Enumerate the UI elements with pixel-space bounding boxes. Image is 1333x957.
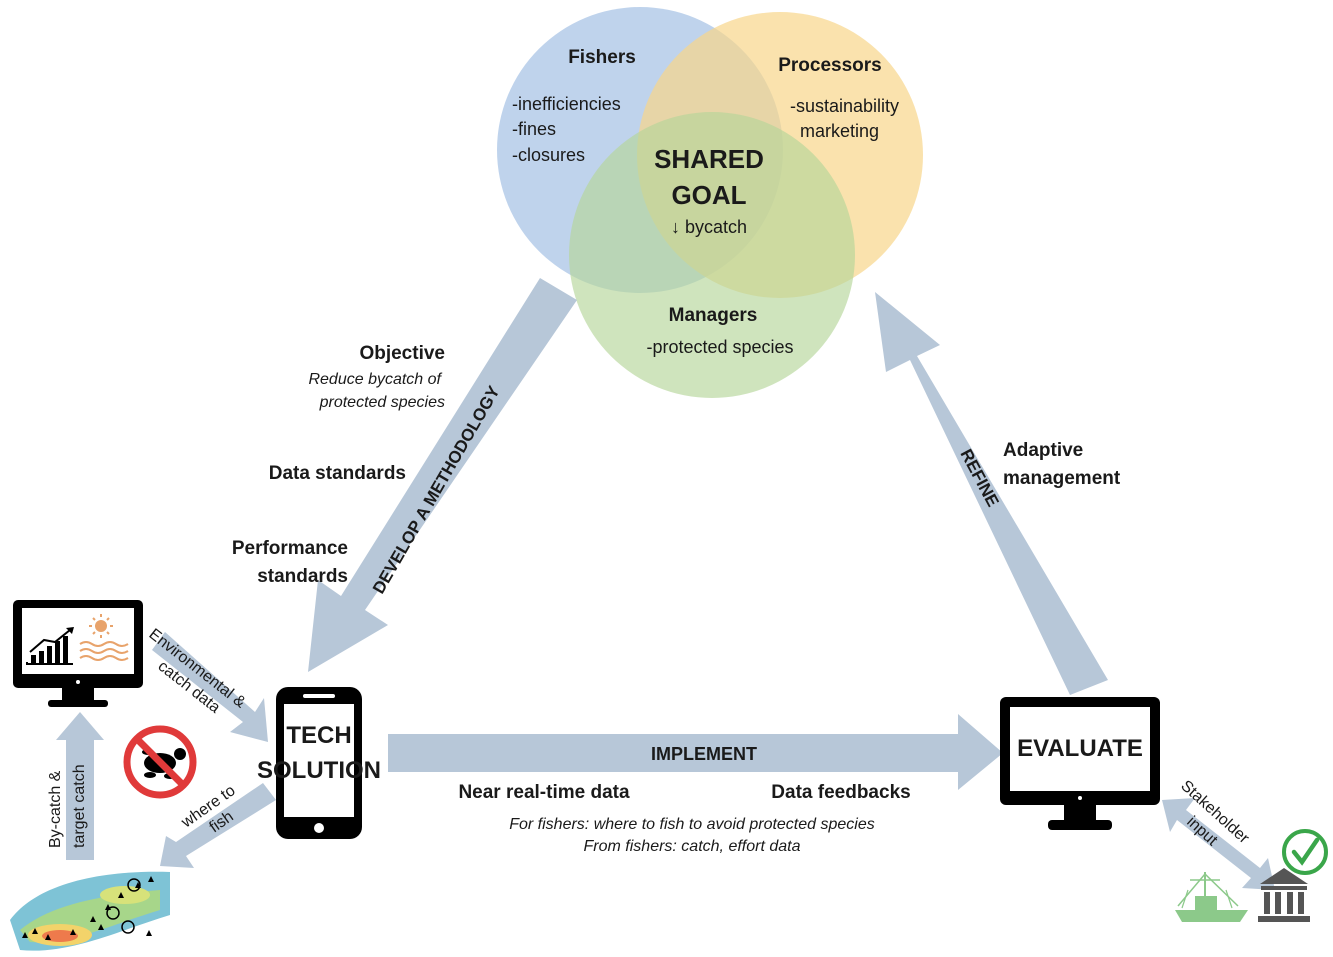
heat-map-icon [10, 871, 170, 951]
managers-circle [569, 112, 855, 398]
data-feedbacks-label: Data feedbacks [771, 782, 910, 803]
bycatch-label-line2: target catch [71, 764, 88, 848]
implement-arrow [388, 714, 1003, 790]
performance-line1: Performance [232, 538, 348, 559]
managers-item-1: -protected species [646, 337, 793, 357]
sun-waves-icon [79, 614, 129, 661]
fishing-boat-icon [1175, 872, 1248, 922]
government-building-icon [1258, 868, 1310, 922]
performance-line2: standards [257, 566, 348, 587]
adaptive-line2: management [1003, 468, 1121, 489]
shared-goal-line2: GOAL [671, 180, 746, 210]
shared-goal-line1: SHARED [654, 144, 764, 174]
objective-line2: protected species [319, 394, 445, 411]
fishers-item-1: -inefficiencies [512, 94, 621, 114]
objective-line1: Reduce bycatch of [308, 371, 442, 388]
data-standards: Data standards [269, 463, 406, 484]
shared-goal-sub: ↓ bycatch [671, 217, 747, 237]
bycatch-arrow [56, 712, 104, 860]
processors-item-2: marketing [800, 121, 879, 141]
managers-title: Managers [669, 305, 758, 326]
stakeholder-arrow [1162, 798, 1275, 890]
venn-diagram [497, 7, 923, 398]
adaptive-line1: Adaptive [1003, 440, 1083, 461]
fishers-title: Fishers [568, 47, 636, 68]
no-turtle-icon [123, 725, 197, 799]
processors-item-1: -sustainability [790, 96, 899, 116]
objective-title: Objective [359, 343, 445, 364]
processors-title: Processors [778, 55, 882, 76]
fishers-item-2: -fines [512, 119, 556, 139]
develop-methodology-label: DEVELOP A METHODOLOGY [369, 382, 504, 597]
bar-chart-icon [26, 627, 74, 665]
develop-methodology-arrow [308, 278, 577, 672]
evaluate-monitor [1000, 697, 1160, 830]
where-to-fish-arrow [160, 783, 276, 868]
from-fishers-label: From fishers: catch, effort data [584, 838, 801, 855]
bycatch-label-line1: By-catch & [47, 770, 64, 848]
phone [276, 687, 362, 839]
left-monitor [13, 600, 143, 707]
near-real-time-label: Near real-time data [458, 782, 630, 803]
implement-label: IMPLEMENT [651, 744, 757, 764]
checkmark-icon [1282, 829, 1328, 875]
fishers-item-3: -closures [512, 145, 585, 165]
arrows [56, 278, 1275, 890]
evaluate-label: EVALUATE [1017, 735, 1143, 762]
environmental-data-arrow [152, 632, 268, 742]
tech-line2: SOLUTION [257, 757, 381, 784]
refine-arrow [875, 292, 1108, 695]
for-fishers-label: For fishers: where to fish to avoid prot… [509, 816, 875, 833]
tech-line1: TECH [286, 722, 351, 749]
